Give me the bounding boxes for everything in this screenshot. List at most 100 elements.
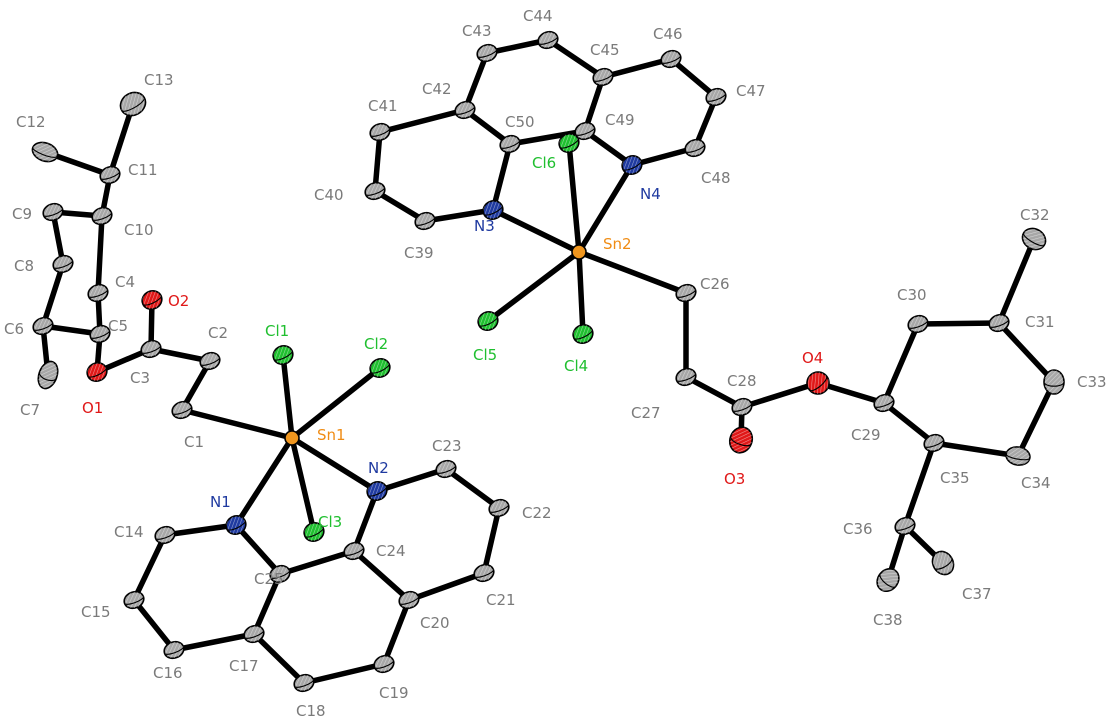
label-c26: C26 [700, 275, 730, 293]
bond-n2-c24 [351, 488, 380, 554]
atoms [31, 30, 1065, 693]
atom-n3 [482, 200, 504, 220]
atom-c34 [1005, 446, 1031, 466]
atom-c15 [123, 590, 145, 610]
label-c23: C23 [432, 437, 462, 455]
label-c50: C50 [505, 113, 535, 131]
label-c21: C21 [486, 591, 516, 609]
atom-c6 [32, 316, 54, 336]
bond-c34-c35 [931, 440, 1021, 459]
atom-c37 [931, 550, 955, 576]
atom-c20 [398, 590, 420, 610]
atom-c29 [873, 393, 895, 413]
atom-c47 [705, 87, 727, 107]
bond-sn1-n2 [289, 435, 380, 494]
label-cl2: Cl2 [364, 335, 388, 353]
bond-c25-n1 [233, 522, 283, 577]
bond-c35-c29 [881, 400, 937, 446]
label-n4: N4 [640, 185, 661, 203]
bond-c18-c19 [301, 661, 387, 686]
atom-o1 [86, 362, 108, 382]
atom-cl6 [558, 133, 580, 153]
label-cl1: Cl1 [265, 322, 289, 340]
bond-c17-c18 [251, 631, 307, 686]
bond-c19-c20 [381, 597, 412, 667]
label-c43: C43 [462, 22, 492, 40]
atom-c25 [269, 564, 291, 584]
label-c45: C45 [590, 41, 620, 59]
bond-c41-c42 [377, 107, 468, 135]
bond-c49-c50 [507, 128, 588, 147]
bond-sn2-cl6 [566, 140, 582, 255]
atom-c49 [574, 121, 596, 141]
atom-c3 [140, 339, 162, 359]
label-cl3: Cl3 [318, 513, 342, 531]
atom-o3 [728, 426, 754, 454]
label-c9: C9 [12, 205, 32, 223]
bond-c22-c23 [443, 466, 502, 511]
label-c49: C49 [605, 111, 635, 129]
label-c31: C31 [1025, 313, 1055, 331]
label-c5: C5 [108, 317, 128, 335]
bond-c44-c45 [545, 37, 606, 80]
bond-sn1-n1 [233, 435, 295, 528]
label-c48: C48 [701, 169, 731, 187]
bond-sn1-cl3 [289, 435, 317, 535]
atom-c32 [1021, 227, 1047, 251]
atom-c21 [473, 563, 495, 583]
label-c41: C41 [368, 97, 398, 115]
atom-c12 [31, 141, 59, 163]
label-c12: C12 [16, 113, 46, 131]
atom-n2 [366, 481, 388, 501]
atom-c24 [343, 541, 365, 561]
atom-c46 [660, 49, 682, 69]
bond-c46-c47 [668, 56, 719, 100]
label-cl6: Cl6 [532, 154, 556, 172]
label-c4: C4 [115, 273, 135, 291]
label-c13: C13 [144, 71, 174, 89]
atom-c36 [894, 516, 916, 536]
label-c3: C3 [130, 369, 150, 387]
atom-cl2 [369, 358, 391, 378]
label-c16: C16 [153, 664, 183, 682]
bond-c40-c41 [372, 129, 383, 194]
bond-sn1-c1 [179, 407, 295, 441]
label-c46: C46 [653, 25, 683, 43]
atom-c38 [876, 567, 900, 593]
label-c35: C35 [940, 469, 970, 487]
label-c44: C44 [523, 7, 553, 25]
bond-c15-c16 [131, 597, 177, 653]
atom-c48 [684, 138, 706, 158]
label-c47: C47 [736, 82, 766, 100]
bond-c20-c21 [406, 570, 487, 603]
atom-cl5 [477, 311, 499, 331]
atom-cl4 [572, 324, 594, 344]
label-c32: C32 [1020, 206, 1050, 224]
bond-c45-c49 [582, 74, 606, 134]
bond-c6-c8 [40, 261, 66, 329]
label-c17: C17 [229, 657, 259, 675]
label-c38: C38 [873, 611, 903, 629]
atom-n1 [225, 515, 247, 535]
bond-c24-c25 [277, 548, 357, 577]
label-c27: C27 [631, 404, 661, 422]
label-n2: N2 [368, 459, 389, 477]
bond-c42-c43 [462, 50, 490, 113]
label-c40: C40 [314, 186, 344, 204]
atom-n4 [621, 155, 643, 175]
atom-c19 [373, 654, 395, 674]
atom-o4 [806, 371, 830, 395]
bond-c17-c25 [251, 571, 283, 637]
atom-c22 [488, 498, 510, 518]
bond-n1-c14 [162, 522, 239, 538]
label-c22: C22 [522, 504, 552, 522]
label-c28: C28 [727, 372, 757, 390]
bond-c31-c33 [996, 320, 1057, 385]
bond-c42-c50 [462, 107, 513, 147]
bond-c28-o4 [739, 380, 821, 410]
label-c34: C34 [1021, 474, 1051, 492]
label-c33: C33 [1077, 373, 1107, 391]
atom-c41 [369, 122, 391, 142]
bond-sn2-cl5 [485, 249, 582, 324]
